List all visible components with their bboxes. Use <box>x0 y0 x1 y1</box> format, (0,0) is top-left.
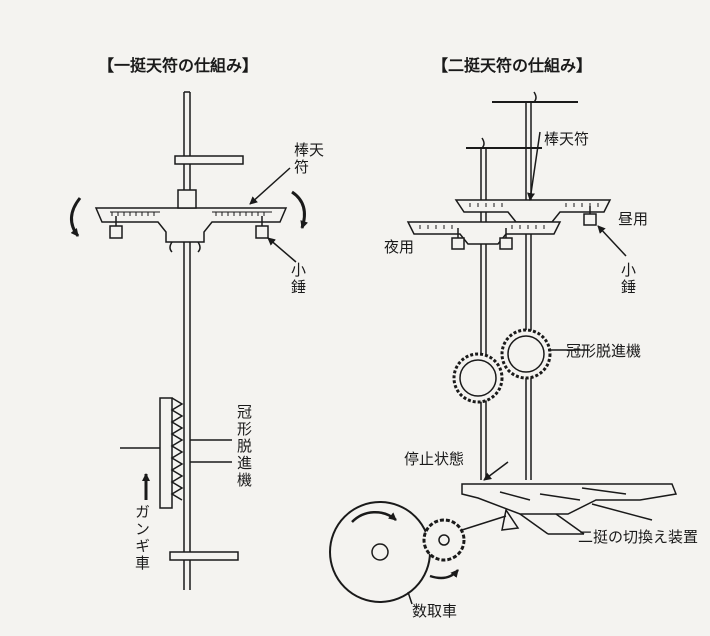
left-bottom-bracket <box>170 552 238 560</box>
left-ratchet-wheel-label: ガンギ車 <box>133 504 151 572</box>
right-switch-device <box>462 462 676 534</box>
right-crown-wheels <box>454 330 590 402</box>
left-weight-leader <box>267 237 296 262</box>
left-foliot-beam <box>96 190 286 252</box>
left-crown-escapement-label: 冠形脱進機 <box>235 404 253 489</box>
left-bar-balance-leader <box>249 168 290 205</box>
left-title: 【一挺天符の仕組み】 <box>98 56 259 75</box>
left-bar-balance-text: 棒天符 <box>294 141 325 177</box>
right-weight-leader <box>597 225 626 256</box>
right-mechanism <box>330 92 676 604</box>
left-bar-balance-label: 棒天符 <box>294 141 340 177</box>
right-bar-balance-label: 棒天符 <box>544 130 590 148</box>
left-verge-shaft <box>184 92 190 590</box>
right-nighttime-label: 夜用 <box>384 238 415 256</box>
left-top-bracket <box>175 156 243 164</box>
right-crown-escapement-label: 冠形脱進機 <box>566 342 642 360</box>
right-night-foliot <box>408 222 560 249</box>
right-switch-device-label: 二挺の切換え装置 <box>578 528 699 546</box>
right-day-shaft <box>526 102 531 480</box>
right-stopped-state-label: 停止状態 <box>404 450 465 468</box>
right-count-wheel-label: 数取車 <box>412 602 458 620</box>
left-rotation-arrows <box>71 192 309 236</box>
right-count-wheel <box>330 502 506 604</box>
left-crown-escapement <box>120 398 232 508</box>
left-small-weights <box>110 216 268 238</box>
right-small-weight-label: 小錘 <box>619 262 637 296</box>
right-night-shaft <box>481 148 486 480</box>
right-bar-balance-leader <box>527 132 540 201</box>
right-title: 【二挺天符の仕組み】 <box>432 56 593 75</box>
left-small-weight-label: 小錘 <box>289 262 307 296</box>
left-mechanism <box>71 92 309 590</box>
right-daytime-label: 昼用 <box>618 210 649 228</box>
